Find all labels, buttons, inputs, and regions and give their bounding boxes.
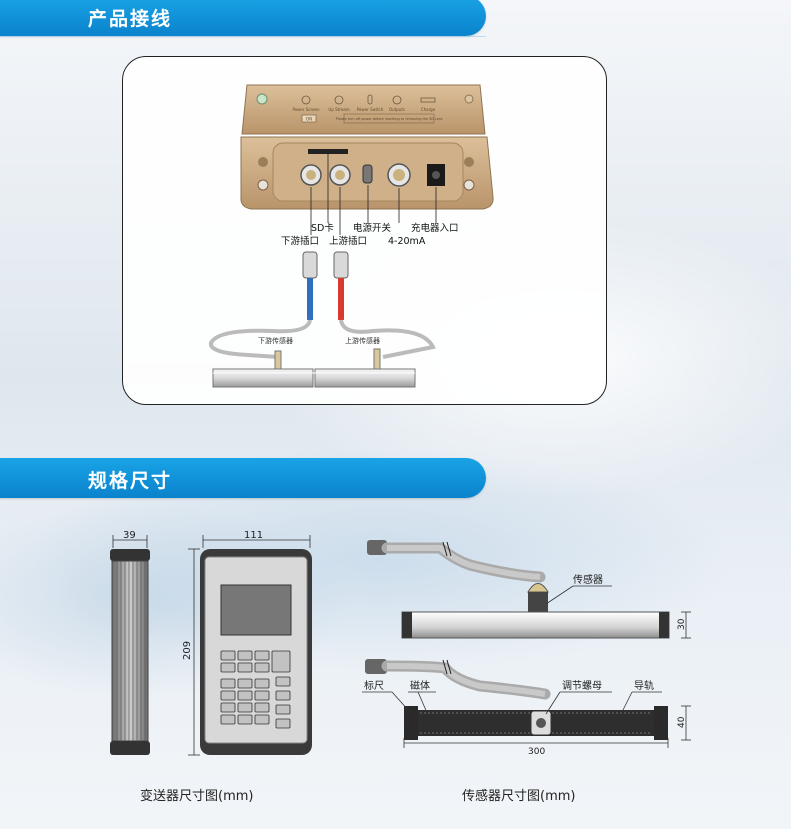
wiring-panel: Power Screen Up Stream Power Switch Outp… (122, 56, 607, 405)
lid-on-tag: ON (306, 117, 312, 122)
sensor-length-label: 300 (528, 747, 545, 757)
sd-card-label: SD卡 (311, 222, 334, 234)
keypad (220, 650, 291, 729)
downstream-port-label: 下游插口 (281, 235, 319, 247)
wiring-diagram: Power Screen Up Stream Power Switch Outp… (208, 84, 494, 388)
upstream-sensor-label: 上游传感器 (345, 336, 380, 345)
sensor-top-view: 传感器 30 (367, 540, 691, 639)
switch-icon (367, 94, 373, 105)
sensor-body (528, 592, 548, 612)
lid-label-charge: Charge (421, 107, 436, 112)
sd-warning: Please turn off power before inserting o… (336, 117, 443, 121)
transmitter-caption: 变送器尺寸图(mm) (140, 789, 254, 804)
outputs-icon (392, 95, 402, 105)
sensor-label: 传感器 (573, 573, 603, 586)
power-switch-label: 电源开关 (353, 222, 392, 234)
section-header-connection: 产品接线 (0, 0, 486, 36)
sensor-height-bottom: 40 (677, 716, 687, 728)
scale-label: 标尺 (364, 680, 384, 692)
screw-icon (464, 94, 474, 104)
magnet-label: 磁体 (410, 679, 430, 692)
charge-icon (420, 97, 436, 103)
rail-label: 导轨 (634, 679, 654, 692)
sensor-height-top: 30 (677, 618, 687, 630)
upstream-icon (334, 95, 344, 105)
lid-label-outputs: Outputs (389, 107, 405, 112)
indicator-icon (256, 93, 268, 105)
lid-label-power-screen: Power Screen (292, 107, 320, 112)
power-switch-toggle (362, 164, 373, 184)
upstream-port-label: 上游插口 (329, 235, 367, 247)
transmitter-side-view: 39 (110, 530, 150, 755)
upstream-cable (333, 251, 436, 359)
side-width-label: 39 (123, 530, 136, 541)
output-label: 4-20mA (388, 236, 426, 247)
downstream-cable (208, 251, 318, 359)
transmitter-front-view: 111 209 (182, 530, 312, 756)
charger-port-label: 充电器入口 (411, 222, 459, 234)
downstream-sensor-label: 下游传感器 (258, 336, 293, 345)
header-divider (0, 36, 486, 37)
lid-label-upstream: Up Stream (328, 107, 349, 112)
sd-card-slot (308, 149, 348, 154)
sensor-bottom-view: 300 40 标尺 磁体 调节螺母 导轨 (362, 659, 691, 757)
sensor-caption: 传感器尺寸图(mm) (462, 789, 576, 804)
lcd-screen (220, 584, 292, 636)
section-header-spec: 规格尺寸 (0, 458, 486, 498)
power-screen-icon (301, 95, 311, 105)
front-width-label: 111 (244, 530, 263, 541)
height-label: 209 (182, 641, 193, 660)
section-title-connection: 产品接线 (88, 8, 173, 30)
nut-label: 调节螺母 (562, 680, 602, 692)
section-title-spec: 规格尺寸 (88, 470, 173, 492)
lid-label-power-switch: Power Switch (357, 107, 384, 112)
